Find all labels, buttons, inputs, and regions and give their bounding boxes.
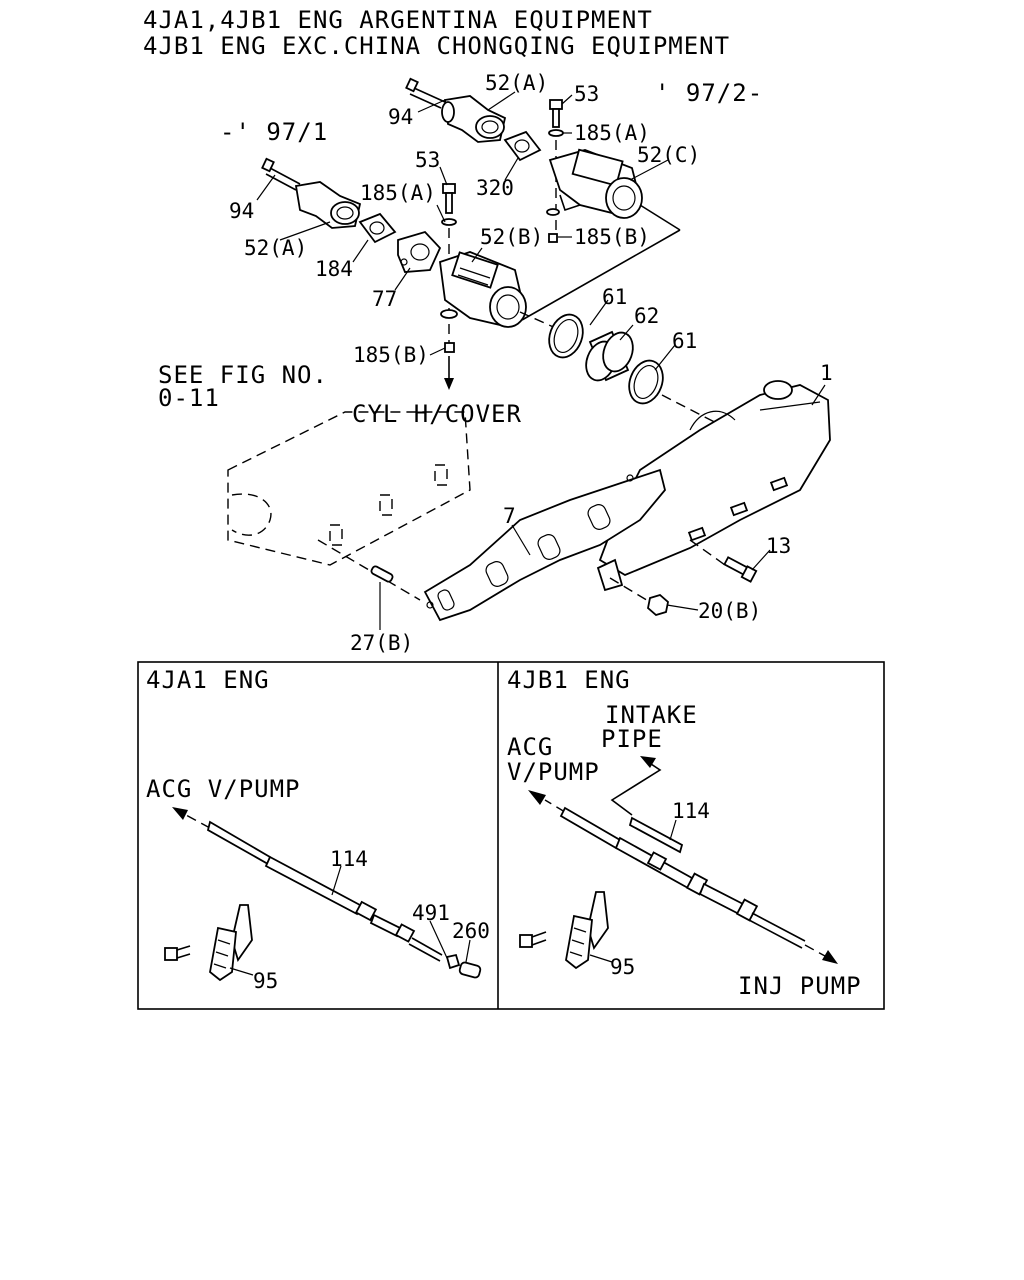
- acg-label-line-2: V/PUMP: [507, 758, 600, 786]
- intake-link: [610, 761, 662, 816]
- callout-52c: 52(C): [637, 143, 700, 167]
- panel-right-title: 4JB1 ENG: [507, 666, 631, 694]
- bolt-94-lower: [261, 157, 301, 191]
- sleeve-62: [585, 330, 634, 382]
- leader-95-left: [229, 967, 254, 976]
- acg-label-line-1: ACG: [507, 733, 553, 761]
- see-fig-line-2: 0-11: [158, 384, 220, 412]
- callout-1: 1: [820, 361, 833, 385]
- lower-valve-group: [261, 157, 527, 390]
- callout-7: 7: [503, 504, 516, 528]
- gasket-320: [503, 130, 542, 162]
- intake-label-line-2: PIPE: [601, 725, 663, 753]
- leader-114-left: [331, 865, 342, 896]
- intake-label-line-1: INTAKE: [605, 701, 698, 729]
- callout-185b-upper: 185(B): [574, 225, 650, 249]
- leader-260: [465, 939, 471, 963]
- leader-491: [429, 920, 448, 959]
- accel-pedal-95-right: [519, 891, 609, 970]
- title-line-2: 4JB1 ENG EXC.CHINA CHONGQING EQUIPMENT: [143, 32, 730, 60]
- callout-491: 491: [412, 901, 450, 925]
- arrow-acg-left: [172, 807, 188, 820]
- callout-52b: 52(B): [480, 225, 543, 249]
- callout-95-left: 95: [253, 969, 278, 993]
- callout-320: 320: [476, 176, 514, 200]
- accel-cable-114-left: [206, 820, 443, 962]
- arrow-inj: [822, 950, 838, 964]
- flange-77: [397, 230, 442, 273]
- callout-20b: 20(B): [698, 599, 761, 623]
- callout-94-lower: 94: [229, 199, 254, 223]
- panel-left-title: 4JA1 ENG: [146, 666, 270, 694]
- leader-pipe-line: [521, 229, 681, 321]
- panel-4jb1: 4JB1 ENG INTAKE PIPE ACG V/PUMP: [507, 666, 862, 1000]
- inj-pump-label: INJ PUMP: [738, 972, 862, 1000]
- leader-95-right: [589, 954, 613, 963]
- exhaust-gasket-7: [423, 468, 666, 622]
- callout-52a-upper: 52(A): [485, 71, 548, 95]
- accel-pedal-95-left: [164, 904, 253, 982]
- callout-184: 184: [315, 257, 353, 281]
- callout-114-left: 114: [330, 847, 368, 871]
- clip-491: [445, 953, 461, 970]
- callout-185b-lower: 185(B): [353, 343, 429, 367]
- bolt-94-upper: [405, 77, 446, 109]
- date-label-old: -' 97/1: [220, 118, 328, 146]
- cyl-cover-label: CYL H/COVER: [352, 400, 522, 428]
- callout-61-upper: 61: [602, 285, 627, 309]
- callout-114-right: 114: [672, 799, 710, 823]
- pin-260: [458, 961, 482, 979]
- bolt-13: [689, 539, 758, 583]
- see-fig-line-1: SEE FIG NO.: [158, 361, 328, 389]
- exhaust-manifold-1: [596, 380, 831, 592]
- cylinder-head-cover: [227, 411, 471, 566]
- dash-clamp-to-manifold: [661, 394, 731, 431]
- callout-27b: 27(B): [350, 631, 413, 655]
- arrow-intake: [640, 756, 656, 768]
- leader-lines: [256, 91, 826, 630]
- accel-cable-114-right: [559, 806, 838, 964]
- leader-52c-to-pipe: [639, 204, 681, 231]
- housing-52c: [548, 148, 643, 219]
- callout-61-lower: 61: [672, 329, 697, 353]
- callout-53-lower: 53: [415, 148, 440, 172]
- callout-52a-lower: 52(A): [244, 236, 307, 260]
- callout-260: 260: [452, 919, 490, 943]
- bottom-panels-frame: [137, 661, 885, 1010]
- callout-95-right: 95: [610, 955, 635, 979]
- elbow-52a-upper: [441, 95, 507, 143]
- clamp-61-upper: [548, 313, 584, 359]
- upper-valve-group: [405, 77, 643, 243]
- panel-left-acg-label: ACG V/PUMP: [146, 775, 301, 803]
- callout-53-upper: 53: [574, 82, 599, 106]
- nut-20b: [609, 577, 669, 617]
- gasket-184: [358, 212, 397, 244]
- bolt-53-lower: [440, 183, 458, 390]
- title-line-1: 4JA1,4JB1 ENG ARGENTINA EQUIPMENT: [143, 6, 653, 34]
- callout-77: 77: [372, 287, 397, 311]
- callout-62: 62: [634, 304, 659, 328]
- leader-114-right: [669, 819, 677, 841]
- callout-185a-upper: 185(A): [574, 121, 650, 145]
- callout-185a-lower: 185(A): [360, 181, 436, 205]
- panel-4ja1: 4JA1 ENG ACG V/PUMP: [146, 666, 490, 993]
- callout-13: 13: [766, 534, 791, 558]
- callout-94-upper: 94: [388, 105, 413, 129]
- date-label-new: ' 97/2-: [655, 79, 763, 107]
- stud-27b: [317, 539, 421, 601]
- clamp-61-lower: [628, 359, 664, 405]
- elbow-52a-lower: [294, 181, 362, 229]
- arrow-acg-right: [528, 790, 546, 805]
- housing-52b: [439, 251, 527, 328]
